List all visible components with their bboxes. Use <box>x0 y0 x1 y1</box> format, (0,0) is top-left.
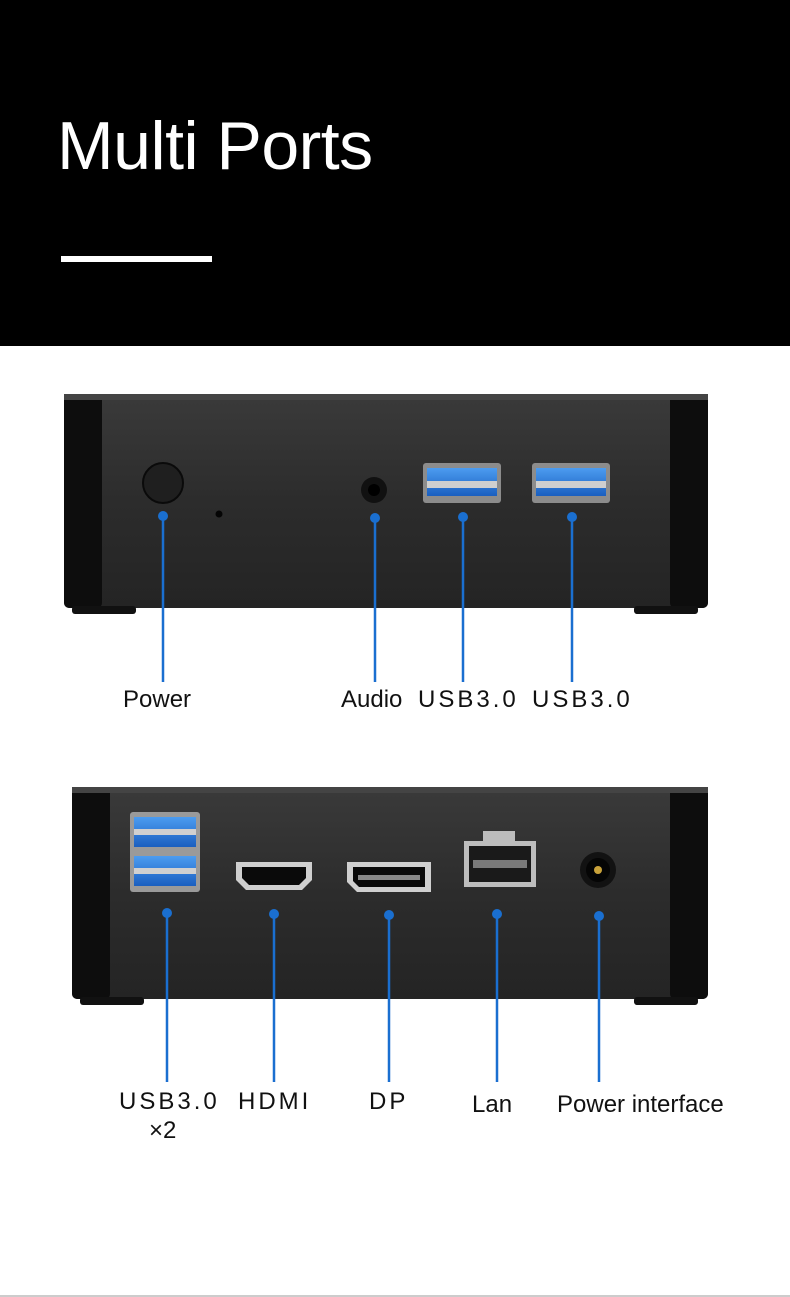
label-lan: Lan <box>472 1091 513 1118</box>
usb-stack-icon <box>130 812 200 892</box>
usb-port-icon <box>532 463 610 503</box>
front-leader-lines <box>158 511 577 682</box>
hdmi-port-icon <box>236 862 312 890</box>
label-dp: DP <box>369 1088 409 1115</box>
displayport-icon <box>347 862 431 892</box>
label-audio: Audio <box>341 686 403 713</box>
title-underline <box>61 256 212 262</box>
usb-port-icon <box>423 463 501 503</box>
rear-leader-lines <box>162 908 604 1082</box>
label-usb3-left: USB3.0 <box>418 686 519 713</box>
label-rear-usb-count: ×2 <box>149 1117 177 1144</box>
bottom-divider <box>0 1295 790 1297</box>
power-button-icon <box>142 462 184 504</box>
label-usb3-right: USB3.0 <box>532 686 633 713</box>
label-power-interface: Power interface <box>557 1091 724 1118</box>
rear-panel-illustration <box>72 787 708 1082</box>
header-banner: Multi Ports <box>0 0 790 346</box>
dc-power-jack-icon <box>580 852 616 888</box>
label-rear-usb3: USB3.0 <box>119 1088 220 1115</box>
rear-device-body <box>72 787 708 1005</box>
ethernet-port-icon <box>464 831 536 887</box>
audio-jack-icon <box>361 477 387 503</box>
page-title: Multi Ports <box>57 108 373 184</box>
label-power: Power <box>123 686 192 713</box>
indicator-led-icon <box>215 510 223 518</box>
front-device-body <box>64 394 708 614</box>
front-panel-illustration <box>64 394 708 682</box>
label-hdmi: HDMI <box>238 1088 312 1115</box>
